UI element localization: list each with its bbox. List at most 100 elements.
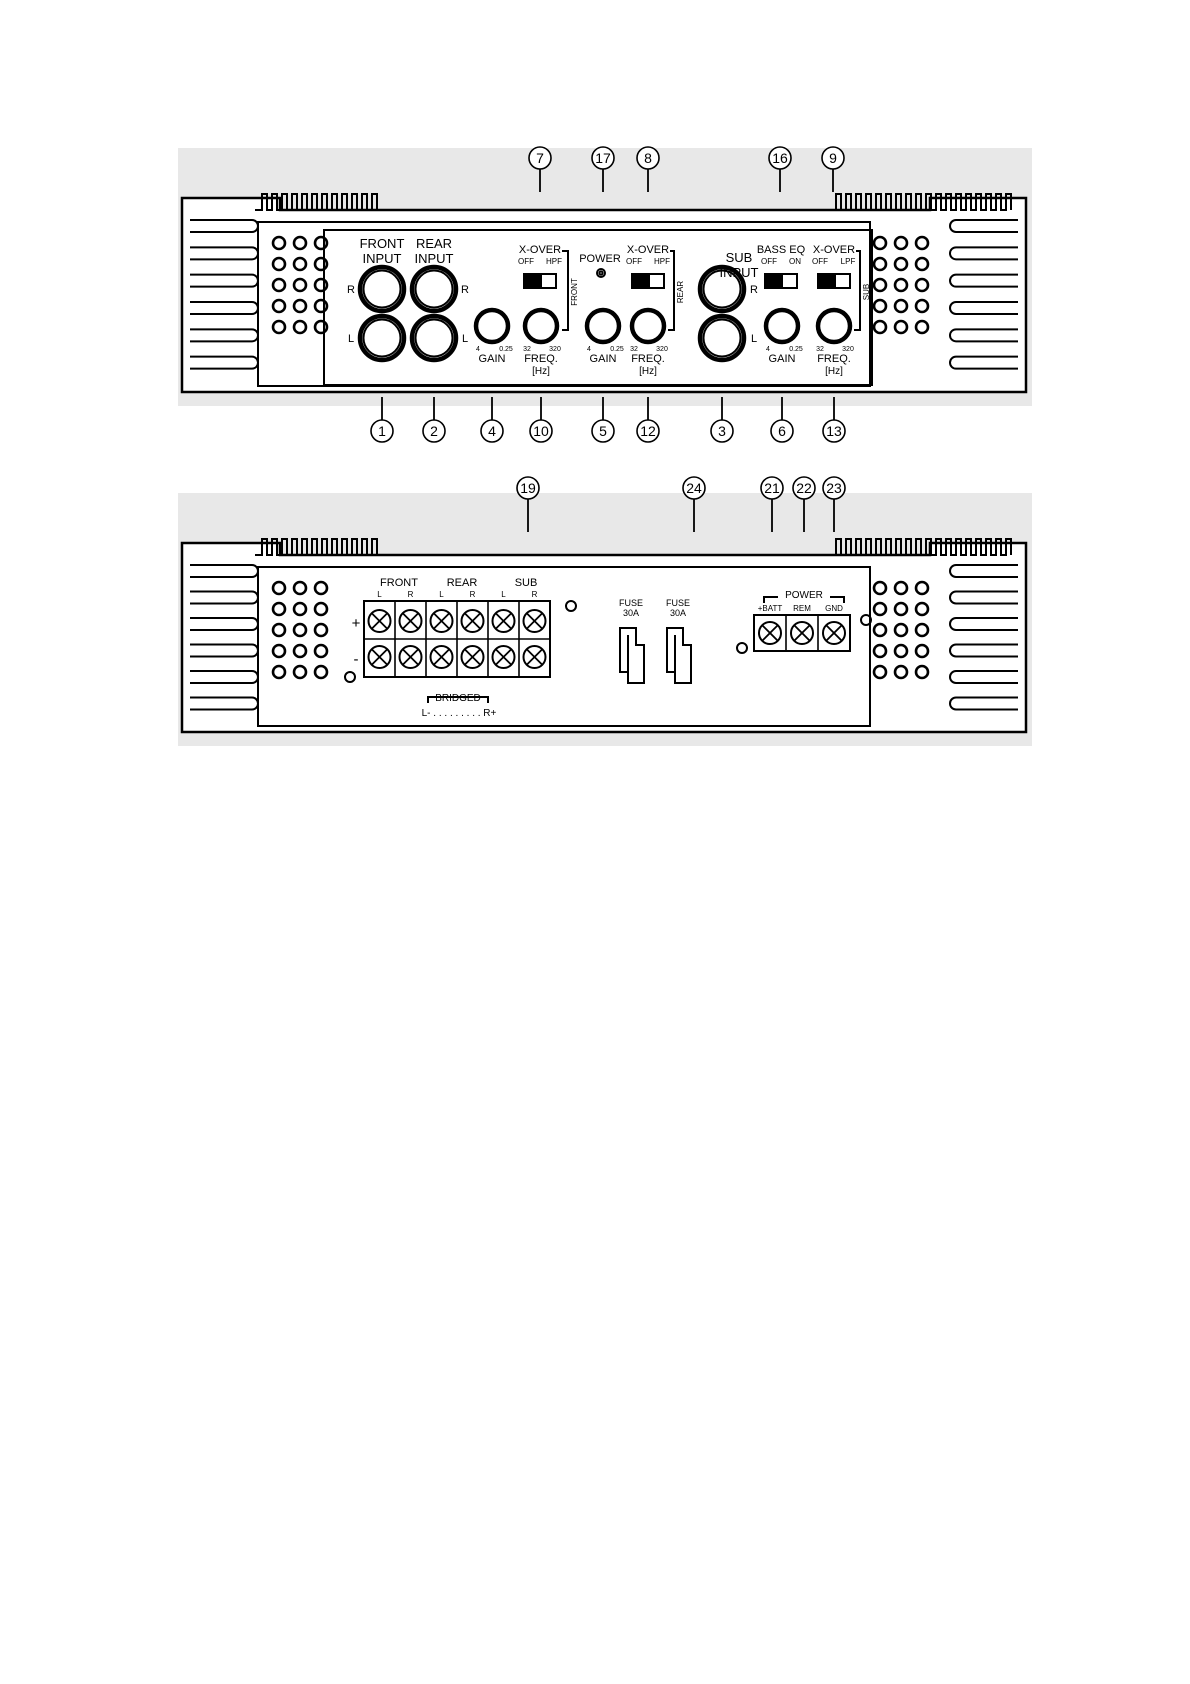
power-screw [758,621,782,645]
top-vent-hole [271,235,287,251]
callout-top-upper-7-number: 7 [536,150,544,166]
power-terminal-block [753,614,851,652]
terminal-screw [460,645,485,669]
bridged-bracket [427,696,489,703]
sub-freq-knob-max: 320 [842,346,854,353]
sub-gain-knob-max: 0.25 [789,346,803,353]
power-mount-hole-right [860,614,872,626]
bottom-vent-hole [292,643,308,659]
power-bracket [763,596,845,603]
bottom-vent-hole [271,580,287,596]
callout-top-lower-12: 12 [636,397,660,443]
rear-xover-side: REAR [676,281,685,303]
bottom-vent-hole [872,580,888,596]
top-vent-hole [872,277,888,293]
top-vent-hole [893,319,909,335]
speaker-channel-label: L [377,590,382,599]
speaker-channel-label: R [470,590,476,599]
diagram-layer: FRONTINPUTREARINPUTRLRLSUBINPUTRLX-OVERO… [178,146,1032,746]
sub-input-label-1: SUB [726,250,753,265]
bottom-vent-hole [914,622,930,638]
top-vent-hole [292,319,308,335]
sub-freq-knob [815,307,853,345]
front-input-label-2: INPUT [363,251,402,266]
bottom-right-comb [949,564,1018,711]
fuse-2-body [666,627,692,684]
bottom-vent-hole [271,622,287,638]
bass-eq-title: BASS EQ [757,244,806,256]
power-screw [822,621,846,645]
top-vent-hole [292,256,308,272]
rear-input-l-jack [409,313,459,363]
sub-freq-knob-label: FREQ. [817,353,851,365]
power-mount-hole-left [736,642,748,654]
callout-top-upper-17-number: 17 [595,150,611,166]
terminal-screw-cross [433,612,450,630]
sub-xover-mode: LPF [841,257,856,266]
bottom-vent-hole [914,643,930,659]
speaker-channel-label: R [408,590,414,599]
terminal-screw-cross [371,612,388,630]
rear-gain-knob-min: 4 [587,346,591,353]
top-vent-hole [313,277,329,293]
sub-l-label: L [751,333,757,345]
power-screw-cross [825,624,843,642]
speaker-sub-label: SUB [515,577,538,589]
terminal-screw [522,609,547,633]
rear-xover-title: X-OVER [627,244,669,256]
power-screw [790,621,814,645]
rear-freq-knob-min: 32 [630,346,638,353]
bottom-vent-hole [893,664,909,680]
bottom-vent-hole [893,622,909,638]
front-input-l-jack-ring [362,318,402,358]
power-label: POWER [579,253,621,265]
front-input-label-1: FRONT [360,236,405,251]
sub-gain-knob-min: 4 [766,346,770,353]
top-vent-hole [914,277,930,293]
callout-top-upper-16: 16 [768,146,792,192]
rear-freq-knob-unit: [Hz] [639,366,657,377]
terminal-screw [491,609,516,633]
speaker-front-label: FRONT [380,577,418,589]
front-gain-knob-min: 4 [476,346,480,353]
speaker-channel-label: L [439,590,444,599]
top-inner-panel [323,229,873,386]
front-input-l-jack [357,313,407,363]
sub-gain-knob-label: GAIN [769,353,796,365]
bottom-left-fins [255,538,378,556]
front-input-r-jack [357,264,407,314]
sub-xover-switch-knob [818,274,836,288]
terminal-screw [522,645,547,669]
bottom-vent-hole [893,643,909,659]
top-vent-hole [271,298,287,314]
power-screw-cross [793,624,811,642]
rear-input-r-jack-ring [414,269,454,309]
terminal-screw [398,645,423,669]
power-terminal-title: POWER [785,590,823,601]
rear-l-label: L [462,333,468,345]
terminal-screw-cross [495,648,512,666]
power-batt-label: +BATT [758,604,783,613]
terminal-screw [398,609,423,633]
callout-top-upper-7: 7 [528,146,552,192]
callout-top-lower-13: 13 [822,397,846,443]
bottom-vent-hole [313,643,329,659]
terminal-screw [460,609,485,633]
top-vent-hole [914,298,930,314]
bass-eq-on: ON [789,257,801,266]
bottom-vent-hole [872,601,888,617]
callout-bottom-upper-21: 21 [760,476,784,532]
callout-top-lower-2-number: 2 [430,423,438,439]
bass-eq-switch-knob [765,274,783,288]
front-xover-off: OFF [518,257,534,266]
top-vent-hole [313,319,329,335]
rear-xover-bracket [668,250,675,331]
rear-gain-knob-max: 0.25 [610,346,624,353]
callout-bottom-upper-21-number: 21 [764,480,780,496]
callout-top-upper-8: 8 [636,146,660,192]
rear-input-label-2: INPUT [415,251,454,266]
front-freq-knob-max: 320 [549,346,561,353]
callout-top-lower-10-number: 10 [533,423,549,439]
terminal-screw [367,609,392,633]
